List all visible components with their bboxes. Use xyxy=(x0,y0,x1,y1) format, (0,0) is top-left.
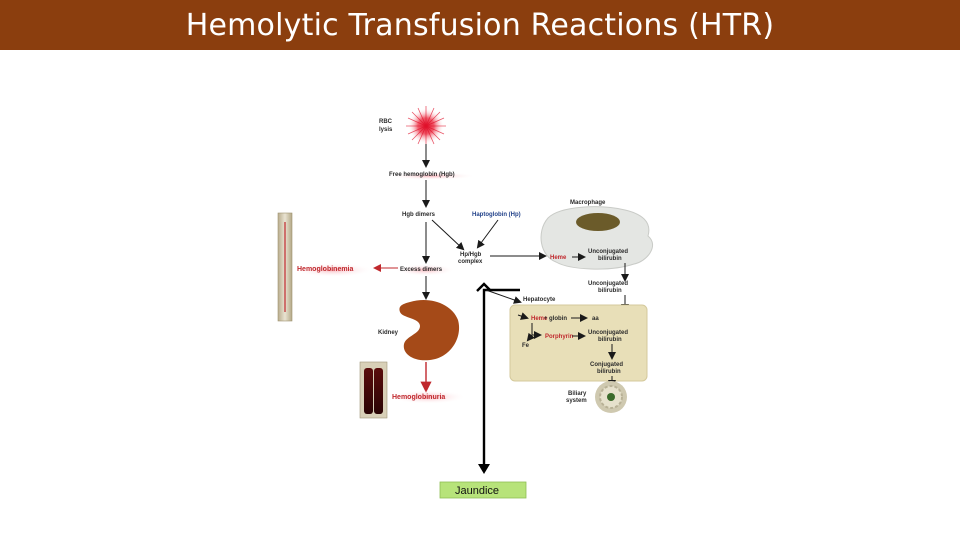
jaundice-box xyxy=(439,481,527,499)
excess-dimers-label: Excess dimers xyxy=(400,267,443,273)
free-hgb-glow xyxy=(388,172,476,180)
macrophage-unconjugated-label: Unconjugated bilirubin xyxy=(588,249,630,262)
urine-tube-image xyxy=(359,361,388,419)
slide-title: Hemolytic Transfusion Reactions (HTR) xyxy=(185,8,775,43)
macrophage-heme-label: Heme xyxy=(550,255,567,261)
hep-conjugated-label: Conjugated bilirubin xyxy=(590,362,625,375)
hepatocyte-label: Hepatocyte xyxy=(523,297,556,303)
mac-uncon-line-1: Unconjugated xyxy=(588,249,628,255)
biliary-system-label: Biliary system xyxy=(566,391,588,404)
arrow-to-hepatocyte xyxy=(485,289,522,304)
mac-uncon-line-2: bilirubin xyxy=(598,256,622,262)
biliary-line-2: system xyxy=(566,398,587,404)
rbc-lysis-line-1: RBC xyxy=(379,119,393,125)
hepatocyte-box xyxy=(509,304,648,382)
hp-hgb-complex-label: Hp/Hgb complex xyxy=(458,252,483,265)
hep-plus-sign: + xyxy=(544,316,548,322)
hep-fe-label: Fe xyxy=(522,343,530,349)
jaundice-label: Jaundice xyxy=(455,485,499,497)
hemoglobinemia-label: Hemoglobinemia xyxy=(297,266,354,273)
jaundice-path-line xyxy=(482,288,520,466)
rbc-lysis-line-2: lysis xyxy=(379,127,393,133)
haptoglobin-label: Haptoglobin (Hp) xyxy=(472,212,521,218)
kidney-label: Kidney xyxy=(378,330,399,336)
hgb-dimers-label: Hgb dimers xyxy=(402,212,436,218)
hep-globin-label: globin xyxy=(549,316,567,322)
hep-uncon-line-2: bilirubin xyxy=(598,337,622,343)
rbc-lysis-label: RBC lysis xyxy=(379,119,394,133)
hep-porphyrin-label: Porphyrin xyxy=(545,334,574,340)
arrow-into-heme xyxy=(517,312,529,320)
title-bar xyxy=(0,0,960,50)
hep-heme-label: Heme xyxy=(531,316,548,322)
hep-uncon-line-1: Unconjugated xyxy=(588,330,628,336)
complex-line-2: complex xyxy=(458,259,483,265)
jaundice-arrowhead xyxy=(478,464,490,474)
macrophage-nucleus xyxy=(576,213,620,231)
hep-con-line-1: Conjugated xyxy=(590,362,623,368)
arrow-heme-to-fe xyxy=(526,332,535,342)
arrow-dimers-to-complex xyxy=(431,219,465,251)
excess-dimers-glow xyxy=(395,264,455,276)
hep-aa-label: aa xyxy=(592,316,599,322)
rbc-lysis-burst xyxy=(406,106,446,146)
macrophage-label: Macrophage xyxy=(570,200,606,206)
biliary-system-icon xyxy=(595,381,627,413)
macrophage-cell xyxy=(540,206,654,270)
jaundice-top-arrowhead xyxy=(476,282,492,292)
hemoglobinemia-glow xyxy=(293,263,373,277)
biliary-line-1: Biliary xyxy=(568,391,587,397)
hep-unconjugated-label: Unconjugated bilirubin xyxy=(588,330,630,343)
hemoglobinuria-label: Hemoglobinuria xyxy=(392,394,445,401)
plasma-uncon-line-1: Unconjugated xyxy=(588,281,628,287)
arrow-hp-to-complex xyxy=(476,219,499,249)
hemoglobinuria-glow xyxy=(390,390,466,404)
free-hemoglobin-label: Free hemoglobin (Hgb) xyxy=(389,172,455,178)
kidney-shape xyxy=(399,300,460,361)
complex-line-1: Hp/Hgb xyxy=(460,252,482,258)
plasma-tube-image xyxy=(277,212,293,322)
plasma-unconjugated-label: Unconjugated bilirubin xyxy=(588,281,630,294)
plasma-uncon-line-2: bilirubin xyxy=(598,288,622,294)
hep-con-line-2: bilirubin xyxy=(597,369,621,375)
